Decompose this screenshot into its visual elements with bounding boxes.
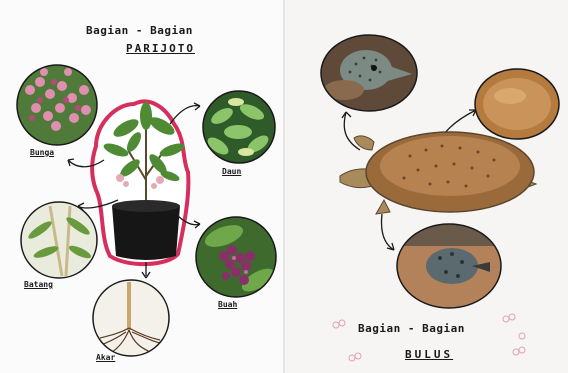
stem-photo [21,202,97,278]
parijoto-title-line1: Bagian - Bagian [86,24,193,37]
label-stem: Batang [24,280,53,289]
turtle-head-photo [321,35,417,111]
label-root: Akar [96,353,115,362]
bulus-title-line2: BULUS [405,348,453,361]
parijoto-title-line2: PARIJOTO [126,42,195,55]
bulus-title-line1: Bagian - Bagian [358,322,465,335]
fruit-photo [196,217,278,297]
turtle-foot-photo [397,224,501,308]
parijoto-plant-illustration [92,101,188,264]
label-fruit: Buah [218,300,237,309]
plant-pot [112,206,180,260]
turtle-shell-photo [475,69,559,139]
leaf-photo [203,91,275,163]
bulus-turtle-illustration [340,132,536,214]
flower-photo [15,63,99,147]
root-photo [93,280,169,356]
label-flower: Bunga [30,148,54,157]
label-leaf: Daun [222,167,241,176]
